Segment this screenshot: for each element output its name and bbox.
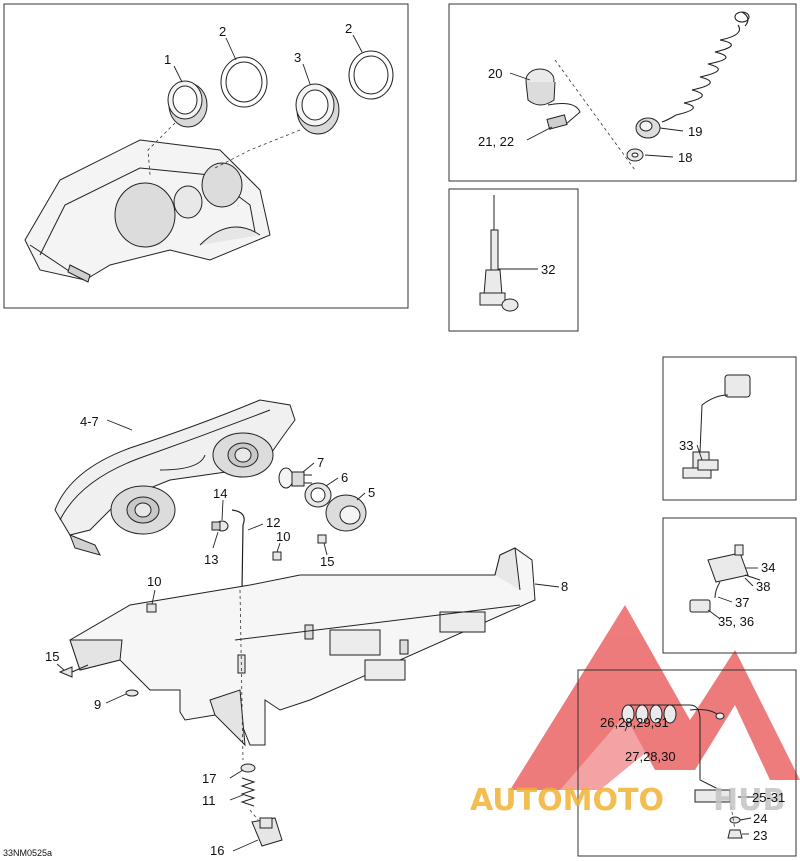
gauge-bezel-housing — [24, 139, 271, 283]
callout-7: 7 — [317, 455, 324, 470]
harness-dash-line — [729, 799, 736, 831]
tether-cap — [635, 117, 661, 139]
watermark-text: AUTOMOTO HUB — [470, 783, 785, 818]
callout-12: 12 — [266, 515, 280, 530]
panel-switch-34 — [662, 517, 797, 654]
callout-32: 32 — [541, 262, 555, 277]
callout-23: 23 — [753, 828, 767, 843]
callout-18: 18 — [678, 150, 692, 165]
callout-34: 34 — [761, 560, 775, 575]
bulb-retainer — [304, 482, 332, 508]
sensor-33 — [682, 374, 751, 479]
ignition-switch — [525, 68, 581, 130]
trim-ring-left — [220, 56, 268, 108]
mounting-bracket — [69, 547, 536, 747]
sensor-32 — [479, 195, 519, 312]
callout-33: 33 — [679, 438, 693, 453]
ignition-dash-line — [554, 59, 636, 171]
gauge-left — [167, 80, 208, 128]
callout-1: 1 — [164, 52, 171, 67]
callout-16: 16 — [210, 843, 224, 858]
switch-34 — [689, 544, 761, 613]
callout-11: 11 — [202, 793, 216, 808]
callout-2-left: 2 — [219, 24, 226, 39]
callout-4-7: 4-7 — [80, 414, 99, 429]
figure-code: 33NM0525a — [3, 848, 52, 858]
trim-ring-right — [348, 50, 394, 100]
panel-gauges — [3, 3, 409, 309]
panel-ignition — [448, 3, 797, 182]
headlight-bulb — [278, 467, 312, 489]
callout-8: 8 — [561, 579, 568, 594]
callout-25-31: 25-31 — [752, 790, 785, 805]
callout-10-lower: 10 — [147, 574, 161, 589]
tether-clip — [626, 148, 644, 162]
callout-24: 24 — [753, 811, 767, 826]
callout-3: 3 — [294, 50, 301, 65]
panel-sensor-33 — [662, 356, 797, 501]
callout-14: 14 — [213, 486, 227, 501]
callout-15-lower: 15 — [45, 649, 59, 664]
gauge-dash-lines — [147, 122, 301, 176]
callout-13: 13 — [204, 552, 218, 567]
callout-27-30: 27,28,30 — [625, 749, 676, 764]
callout-17: 17 — [202, 771, 216, 786]
leader-lines — [56, 34, 760, 852]
bulb-cover — [325, 494, 367, 532]
adjuster-rod — [231, 509, 245, 591]
callout-10-upper: 10 — [276, 529, 290, 544]
callout-9: 9 — [94, 697, 101, 712]
callout-19: 19 — [688, 124, 702, 139]
panel-sensor-32 — [448, 188, 579, 332]
adjuster-screw — [211, 520, 229, 532]
panel-harness — [577, 669, 797, 857]
gauge-right — [295, 83, 340, 135]
callout-21-22: 21, 22 — [478, 134, 514, 149]
callout-2-right: 2 — [345, 21, 352, 36]
callout-5: 5 — [368, 485, 375, 500]
callout-26-31: 26,28,29,31 — [600, 715, 669, 730]
callout-35-36: 35, 36 — [718, 614, 754, 629]
assembly-dash-lines — [239, 589, 259, 821]
callout-15-upper: 15 — [320, 554, 334, 569]
watermark-text-automoto: AUTOMOTO — [470, 783, 664, 818]
spring-spacer-stack — [240, 763, 283, 847]
headlight-assembly — [54, 399, 296, 556]
watermark-text-hub: HUB — [713, 783, 785, 818]
wiring-harness — [621, 704, 743, 839]
tether-cord — [661, 11, 750, 123]
callout-37: 37 — [735, 595, 749, 610]
callout-38: 38 — [756, 579, 770, 594]
callout-20: 20 — [488, 66, 502, 81]
callout-6: 6 — [341, 470, 348, 485]
